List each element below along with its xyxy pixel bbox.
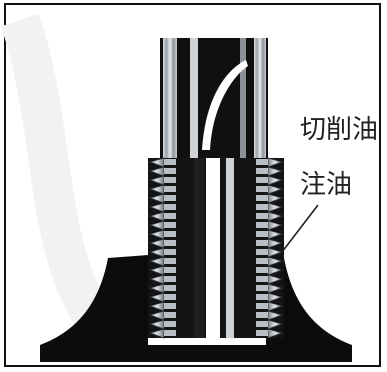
thread-band bbox=[164, 321, 176, 327]
thread-band bbox=[256, 321, 268, 327]
thread-band bbox=[164, 168, 176, 174]
thread-band bbox=[164, 258, 176, 264]
right-thread-teeth bbox=[256, 157, 284, 339]
thread-band bbox=[164, 249, 176, 255]
cutting-oil-label: 切削油 bbox=[300, 115, 379, 145]
workpiece-right bbox=[266, 255, 352, 360]
thread-band bbox=[256, 312, 268, 318]
thread-band bbox=[164, 240, 176, 246]
thread-band bbox=[256, 159, 268, 165]
thread-band bbox=[256, 258, 268, 264]
thread-band bbox=[164, 222, 176, 228]
thread-band bbox=[256, 177, 268, 183]
thread-band bbox=[164, 204, 176, 210]
thread-band bbox=[256, 195, 268, 201]
thread-band bbox=[164, 276, 176, 282]
left-thread-teeth bbox=[148, 157, 176, 339]
thread-band bbox=[256, 240, 268, 246]
thread-band bbox=[256, 231, 268, 237]
thread-band bbox=[164, 312, 176, 318]
thread-band bbox=[256, 330, 268, 336]
thread-band bbox=[256, 186, 268, 192]
thread-band bbox=[256, 204, 268, 210]
thread-band bbox=[164, 267, 176, 273]
background-swirl bbox=[1, 13, 126, 354]
thread-band bbox=[164, 159, 176, 165]
thread-band bbox=[164, 177, 176, 183]
thread-band bbox=[164, 231, 176, 237]
thread-band bbox=[164, 294, 176, 300]
thread-band bbox=[164, 330, 176, 336]
thread-band bbox=[256, 222, 268, 228]
workpiece bbox=[40, 255, 148, 360]
tap-shank bbox=[160, 38, 268, 158]
thread-band bbox=[164, 303, 176, 309]
thread-band bbox=[256, 267, 268, 273]
thread-band bbox=[164, 186, 176, 192]
thread-band bbox=[256, 276, 268, 282]
thread-band bbox=[256, 249, 268, 255]
oil-injection-label: 注油 bbox=[300, 170, 353, 200]
thread-band bbox=[256, 303, 268, 309]
thread-band bbox=[164, 195, 176, 201]
workpiece-bottom bbox=[40, 345, 352, 362]
thread-band bbox=[164, 285, 176, 291]
thread-band bbox=[256, 213, 268, 219]
tap-threads bbox=[148, 158, 284, 338]
thread-band bbox=[256, 285, 268, 291]
thread-band bbox=[164, 213, 176, 219]
thread-band bbox=[256, 168, 268, 174]
leader-line bbox=[281, 204, 319, 253]
thread-band bbox=[256, 294, 268, 300]
